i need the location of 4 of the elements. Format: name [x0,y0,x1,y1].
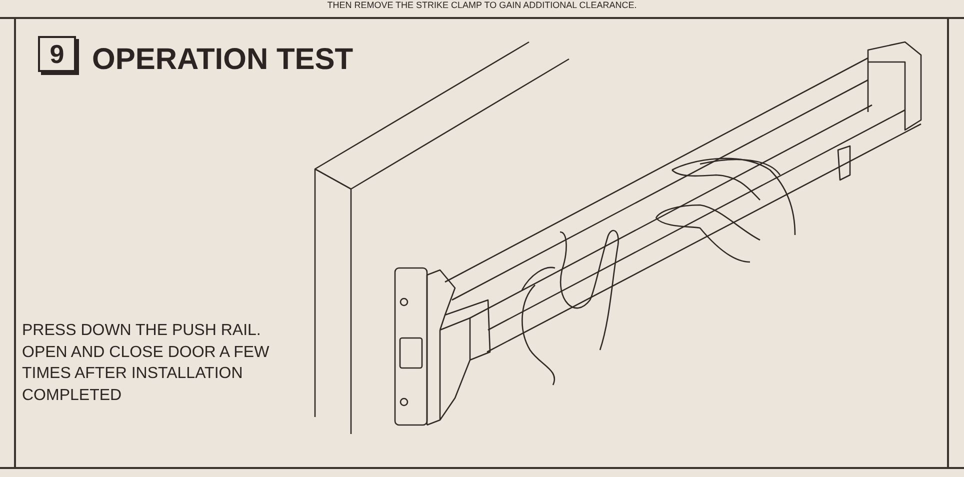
instruction-text: PRESS DOWN THE PUSH RAIL. OPEN AND CLOSE DOOR A FEW TIMES AFTER INSTALLATION COMPLETED [22,321,270,406]
instruction-text: THEN REMOVE THE STRIKE CLAMP TO GAIN ADDITIONAL CLEARANCE. [326,0,638,10]
step-number: 9 [38,36,76,72]
step-title: OPERATION TEST [92,42,354,78]
